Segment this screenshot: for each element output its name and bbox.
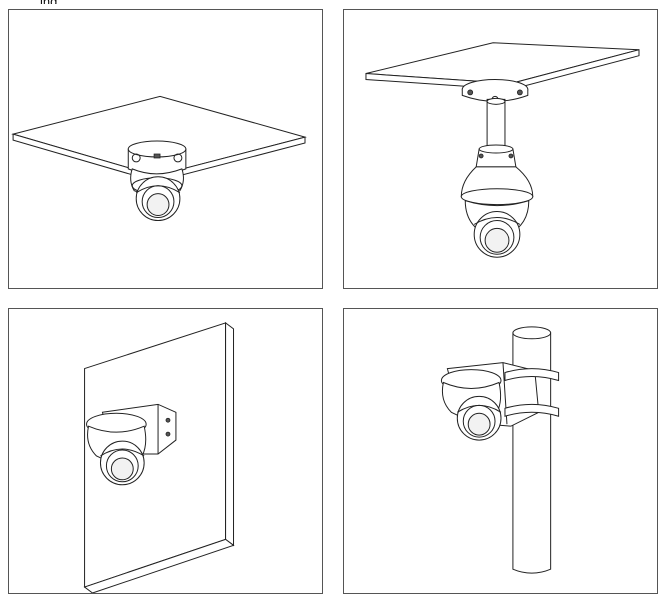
- dome-camera-ceiling-mount-icon: [9, 10, 322, 288]
- ceiling-mount-diagram: [8, 9, 323, 289]
- dome-camera-wall-mount-icon: [9, 309, 322, 593]
- wall-mount-diagram: [8, 308, 323, 594]
- dome-camera-pendant-mount-icon: [344, 10, 657, 288]
- pendant-mount-diagram: [343, 9, 658, 289]
- cropped-heading-text: ing: [40, 0, 57, 4]
- pole-mount-diagram: [343, 308, 658, 594]
- dome-camera-pole-mount-icon: [344, 309, 657, 593]
